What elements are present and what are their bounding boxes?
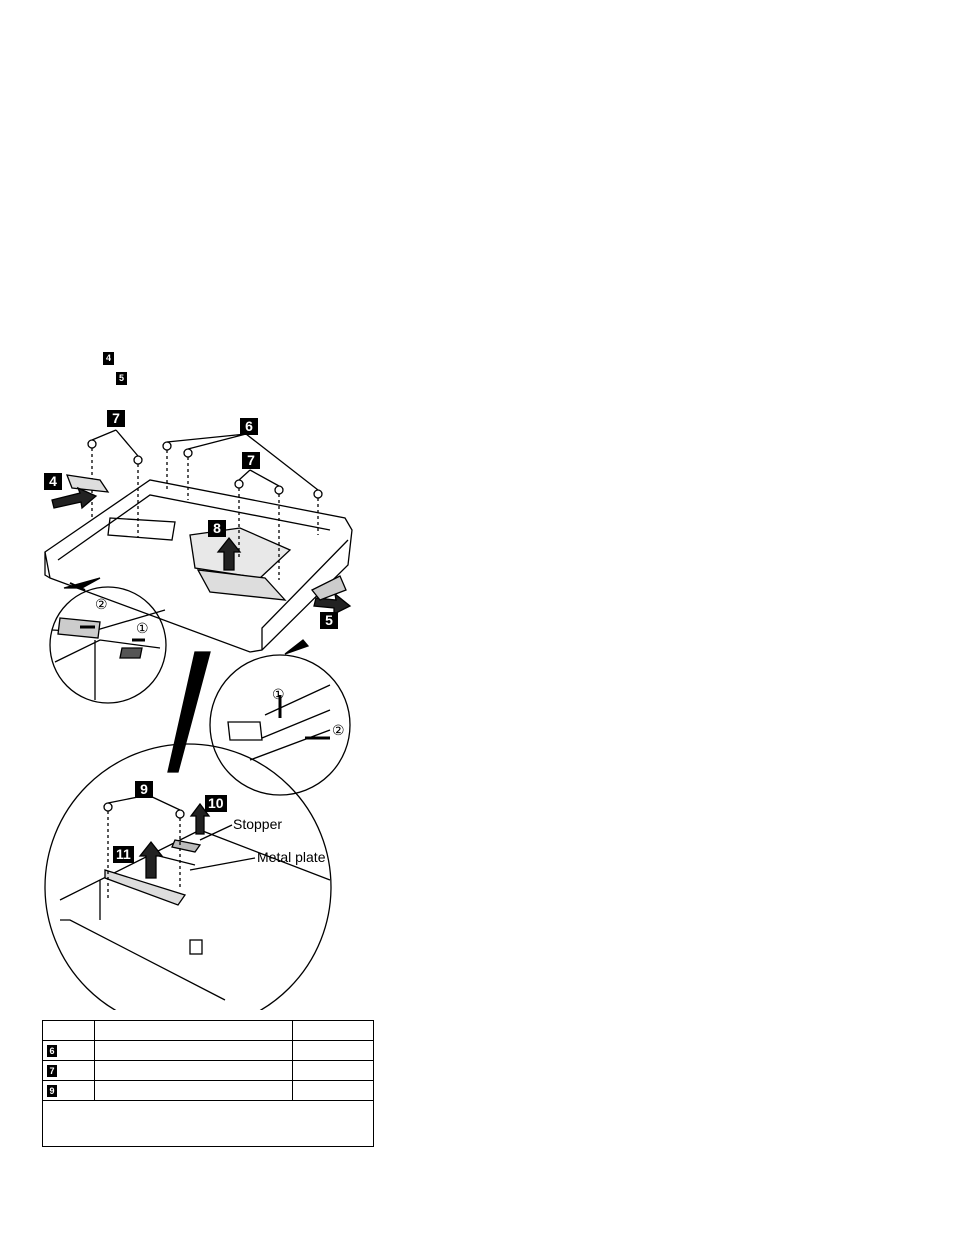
arrow-8: [216, 536, 242, 571]
callout-7-left: 7: [107, 410, 125, 427]
table-cell: [292, 1080, 374, 1101]
table-row: 6: [42, 1040, 374, 1061]
step-badge: 7: [47, 1064, 57, 1077]
table-cell: [292, 1060, 374, 1081]
base-cover-rim: [44, 539, 349, 650]
table-cell: [292, 1040, 374, 1061]
circled-2-right: ②: [332, 722, 345, 738]
table-note: [42, 1100, 374, 1147]
door-panel: [196, 569, 287, 601]
keyboard-bay: [107, 517, 176, 541]
table-cell: [94, 1040, 293, 1061]
callout-6: 6: [240, 418, 258, 435]
base-cover-outline: [44, 479, 353, 653]
detail-circle-a: [49, 586, 167, 704]
step-4-badge: 4: [103, 352, 114, 365]
table-header-row: [42, 1020, 374, 1041]
callout-7-right: 7: [242, 452, 260, 469]
screw-table: 6 7 9: [42, 1020, 374, 1147]
table-cell: [94, 1060, 293, 1081]
table-header-cell: [94, 1020, 293, 1041]
table-header-cell: [42, 1020, 95, 1041]
metal-plate-label: Metal plate: [257, 849, 326, 865]
table-row: 9: [42, 1080, 374, 1101]
step-5-badge: 5: [116, 372, 127, 385]
arrow-11: [138, 840, 164, 879]
arrow-4: [51, 486, 98, 510]
callout-5: 5: [320, 612, 338, 629]
circled-1-left: ①: [136, 620, 149, 636]
disassembly-figure: 7 6 7 4 8 5 9 10 11 ② ① ① ② Stopper Meta…: [0, 400, 380, 1010]
arrow-10: [189, 802, 211, 835]
table-header-cell: [292, 1020, 374, 1041]
step-badge: 6: [47, 1044, 57, 1057]
circled-2-left: ②: [95, 596, 108, 612]
table-row: 7: [42, 1060, 374, 1081]
detail-circle-b: [209, 654, 351, 796]
removed-cover-part: [65, 474, 110, 493]
circled-1-right: ①: [272, 686, 285, 702]
step-badge: 9: [47, 1084, 57, 1097]
callout-11: 11: [113, 846, 134, 863]
callout-8: 8: [208, 520, 226, 537]
stopper-label: Stopper: [233, 816, 283, 832]
callout-10: 10: [205, 795, 227, 812]
disassembly-drawing: [44, 429, 353, 1010]
detail-circle-c: [44, 743, 332, 1010]
callout-4: 4: [44, 473, 62, 490]
callout-9: 9: [135, 781, 153, 798]
table-note-row: [42, 1100, 374, 1147]
table-cell: [94, 1080, 293, 1101]
